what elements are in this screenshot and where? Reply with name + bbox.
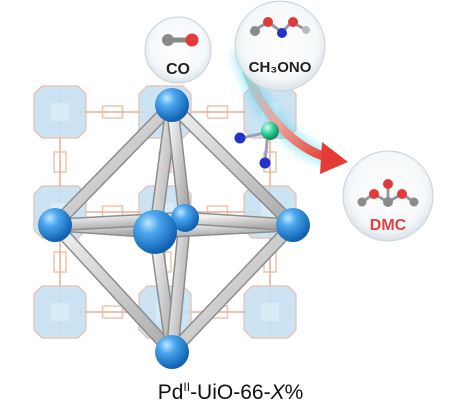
arrow-head-icon [320,142,348,174]
caption-variable: X [270,381,285,404]
mof-cluster-core [51,303,69,321]
zr-node-icon [171,204,199,232]
octahedron-rod [167,213,190,357]
mof-linker [53,251,67,273]
caption-framework: -UiO-66- [190,381,271,404]
mof-linker [101,105,124,119]
zr-node-icon [155,88,189,122]
zr-nodes [38,88,310,369]
methyl-nitrite-bubble: CH₃ONO [234,0,326,92]
mof-linker [101,305,124,319]
octahedron-rod [180,213,298,230]
methyl-nitrite-label: CH₃ONO [249,59,312,76]
octahedron-rod [50,100,177,230]
octahedron-rod [167,100,190,223]
mof-cluster-core [261,303,279,321]
octahedron-rod [167,100,298,230]
dmc-label: DMC [370,217,407,234]
nitrogen-atom-icon [234,132,246,144]
co-molecule-icon [162,33,199,47]
methyl-nitrite-molecule-icon [250,17,310,38]
figure-caption: PdII-UiO-66-X% [0,380,461,405]
caption-oxidation-state: II [183,380,191,394]
zr-node-icon [133,210,177,254]
dmc-molecule-icon [357,179,419,207]
pd-active-site [234,122,279,169]
octahedron-rod [50,220,177,357]
nitrogen-atom-icon [259,157,271,169]
mof-linker [206,105,229,119]
pd-atom-icon [261,122,279,140]
zr-node-icon [38,208,72,242]
mof-linker [53,151,67,173]
caption-metal: Pd [157,381,184,404]
octahedron-rod [167,220,298,357]
dmc-bubble: DMC [342,150,434,242]
mof-cluster-core [51,103,69,121]
co-bubble: CO [144,16,212,84]
co-label: CO [166,61,190,78]
caption-unit: % [284,381,304,404]
zr-node-icon [155,335,189,369]
zr-node-icon [276,208,310,242]
